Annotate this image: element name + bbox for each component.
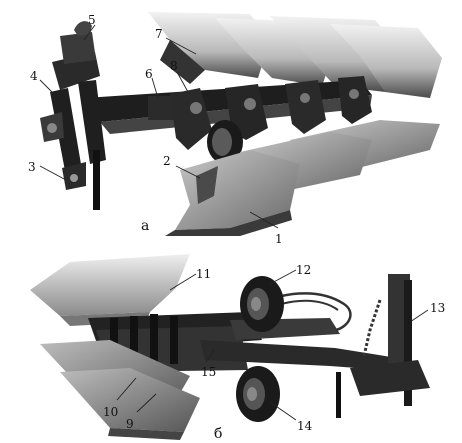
leaders-b [116,269,429,421]
disc-coulter [207,120,243,164]
wheel-lower [236,366,280,422]
label-2: 2 [163,154,171,168]
hitch [40,21,106,210]
label-11: 11 [196,267,211,281]
panel-a: 1 2 3 4 5 6 7 8 а [28,12,442,246]
label-3: 3 [28,160,36,174]
label-15: 15 [201,365,216,379]
wheel-upper [240,276,284,332]
upper-mouldboards [148,12,442,98]
label-9: 9 [126,417,134,431]
label-5: 5 [88,13,96,27]
labels-a: 1 2 3 4 5 6 7 8 а [28,13,283,246]
leaders-a [39,24,279,229]
label-7: 7 [155,27,163,41]
panel-b: 9 10 11 12 13 14 15 б [30,254,445,442]
panel-b-caption: б [214,426,222,442]
label-12: 12 [296,263,311,277]
label-4: 4 [30,69,38,83]
label-1: 1 [275,232,283,246]
label-14: 14 [297,419,313,433]
lower-bodies [165,120,440,236]
label-8: 8 [170,59,178,73]
plough-bodies-frames [170,76,372,150]
label-13: 13 [430,301,445,315]
mast-b [336,274,430,418]
label-6: 6 [145,67,153,81]
label-10: 10 [103,405,118,419]
mouldboards-bottom [40,340,200,440]
labels-b: 9 10 11 12 13 14 15 б [103,263,445,442]
panel-a-caption: а [141,218,149,234]
